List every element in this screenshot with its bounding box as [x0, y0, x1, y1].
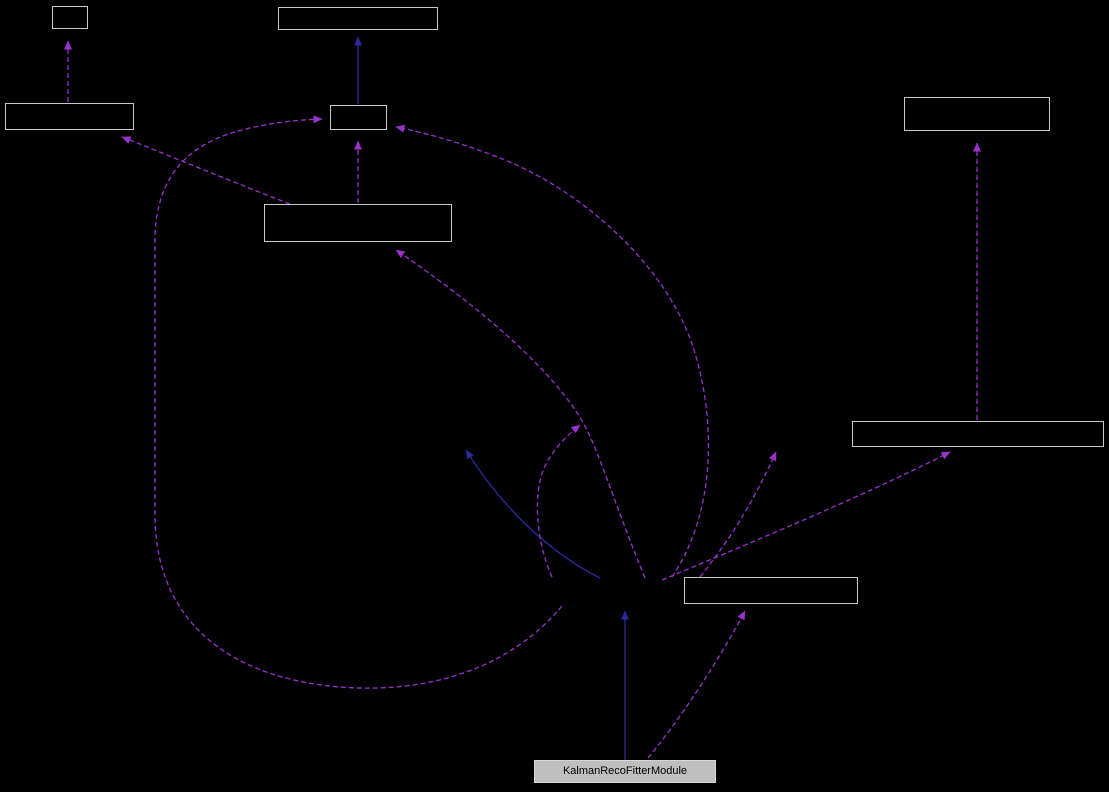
edge-usage-hub-to-rightmid [661, 451, 951, 581]
edge-usage-hub-upright-short [699, 451, 777, 578]
edge-inherit-hub-upleft-curve [465, 449, 601, 579]
node-center-wide[interactable] [264, 204, 452, 242]
edge-usage-hub-to-centerwide [395, 249, 646, 579]
node-right-top[interactable] [904, 97, 1050, 131]
edge-usage-main-to-centerlower [647, 610, 746, 759]
node-main-kalmanrecofittermodule: KalmanRecoFitterModule [534, 760, 716, 783]
node-top-center[interactable] [278, 7, 438, 30]
edge-usage-centerwide-to-left [121, 136, 291, 205]
edge-usage-hub-short-curve [536, 424, 581, 578]
node-top-left[interactable] [52, 6, 88, 29]
node-center-small[interactable] [330, 105, 387, 130]
node-left[interactable] [5, 103, 134, 130]
edge-usage-right-curve-to-centersmall [395, 124, 710, 578]
node-right-mid[interactable] [852, 421, 1104, 447]
node-center-lower[interactable] [684, 577, 858, 604]
